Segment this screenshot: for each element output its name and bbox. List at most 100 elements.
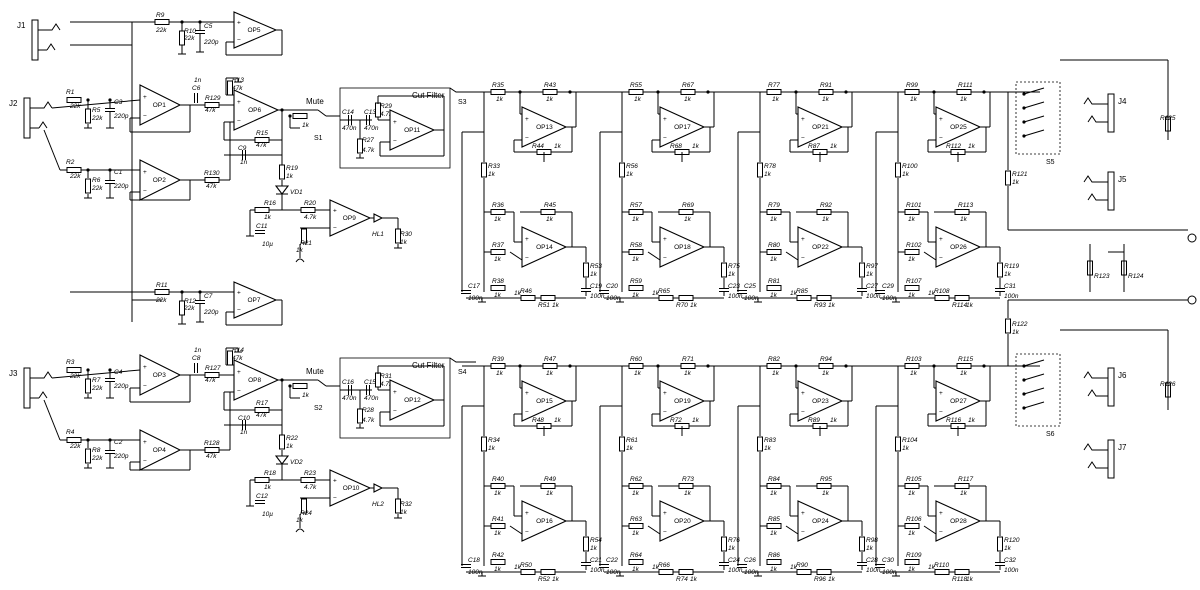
- label: R57: [630, 202, 642, 209]
- label: 1k: [264, 214, 272, 221]
- label: 1k: [822, 370, 830, 377]
- wire: [51, 369, 141, 379]
- label: 100n: [866, 567, 881, 574]
- opamp-op7: +−OP7: [233, 281, 278, 319]
- label: 1k: [632, 490, 640, 497]
- resistor: [904, 483, 920, 489]
- svg-text:+: +: [939, 236, 943, 243]
- label: 1k: [632, 566, 640, 573]
- label: R51: [538, 302, 550, 309]
- opamp-op28: +−OP28: [935, 500, 982, 542]
- label: 470n: [342, 125, 357, 132]
- label: R9: [156, 12, 165, 19]
- resistor: [481, 436, 487, 452]
- label: C20: [606, 283, 618, 290]
- svg-text:−: −: [939, 529, 943, 536]
- svg-text:+: +: [801, 510, 805, 517]
- label: 1k: [968, 143, 976, 150]
- label: 1k: [554, 143, 562, 150]
- label: R101: [906, 202, 922, 209]
- led: [373, 483, 384, 493]
- label: R92: [820, 202, 832, 209]
- label: R70: [676, 302, 688, 309]
- junction-dot: [280, 108, 284, 112]
- label: 1k: [790, 290, 798, 297]
- resistor: [490, 523, 506, 529]
- resistor: [766, 523, 782, 529]
- jack-contact: [1087, 461, 1108, 469]
- opamp-label: OP20: [674, 518, 691, 525]
- opamp-label: OP6: [248, 107, 261, 114]
- svg-text:−: −: [939, 135, 943, 142]
- resistor: [357, 408, 363, 424]
- label: C12: [256, 493, 268, 500]
- label: C9: [238, 145, 247, 152]
- label: 1n: [194, 347, 202, 354]
- label: C21: [590, 557, 602, 564]
- junction-dot: [108, 168, 112, 172]
- opamp-label: OP21: [812, 124, 829, 131]
- label: 1k: [830, 417, 838, 424]
- resistor: [540, 295, 556, 301]
- svg-text:−: −: [939, 255, 943, 262]
- label: 1k: [770, 256, 778, 263]
- label: 1k: [772, 96, 780, 103]
- label: R77: [768, 82, 780, 89]
- resistor: [540, 483, 556, 489]
- resistor: [766, 89, 782, 95]
- label: R90: [796, 562, 808, 569]
- label: R59: [630, 278, 642, 285]
- label: 1k: [960, 490, 968, 497]
- label: 100n: [728, 567, 743, 574]
- label: 1k: [634, 370, 642, 377]
- label: R53: [590, 263, 602, 270]
- label: R66: [658, 562, 670, 569]
- resistor: [678, 483, 694, 489]
- opamp-label: OP26: [950, 244, 967, 251]
- label: 1k: [400, 239, 408, 246]
- label: R84: [768, 476, 780, 483]
- resistor: [721, 536, 727, 552]
- svg-text:+: +: [143, 94, 147, 101]
- opamp-op3: +−OP3: [139, 354, 182, 396]
- junction-dot: [86, 368, 90, 372]
- connector-j1: [31, 19, 39, 61]
- label: 1k: [632, 530, 640, 537]
- label: R42: [492, 552, 504, 559]
- opamp-label: OP19: [674, 398, 691, 405]
- junction-dot: [706, 90, 710, 94]
- label: R22: [286, 435, 298, 442]
- opamp-op4: +−OP4: [139, 429, 182, 471]
- svg-text:+: +: [525, 236, 529, 243]
- label: 22k: [69, 373, 81, 380]
- opamp-op6: +−OP6: [233, 89, 280, 131]
- label: 1k: [866, 271, 874, 278]
- label: R105: [906, 476, 922, 483]
- svg-text:−: −: [801, 529, 805, 536]
- label: R96: [814, 576, 826, 583]
- label: R87: [808, 143, 820, 150]
- resistor: [956, 89, 972, 95]
- label: 1k: [902, 445, 910, 452]
- label: R5: [92, 107, 101, 114]
- svg-text:−: −: [333, 495, 337, 502]
- label: R97: [866, 263, 878, 270]
- junction-dot: [1022, 364, 1026, 368]
- svg-text:−: −: [663, 529, 667, 536]
- junction-dot: [982, 364, 986, 368]
- resistor: [490, 209, 506, 215]
- wire: [923, 525, 937, 535]
- label: C3: [114, 99, 123, 106]
- svg-text:−: −: [143, 113, 147, 120]
- label: 1k: [728, 545, 736, 552]
- label: C7: [204, 293, 213, 300]
- label: R61: [626, 437, 638, 444]
- label: 1k: [684, 216, 692, 223]
- label: R100: [902, 163, 918, 170]
- resistor: [204, 372, 220, 378]
- resistor: [154, 289, 170, 295]
- label: R71: [682, 356, 694, 363]
- svg-text:+: +: [237, 290, 241, 297]
- svg-text:−: −: [333, 225, 337, 232]
- svg-text:+: +: [525, 390, 529, 397]
